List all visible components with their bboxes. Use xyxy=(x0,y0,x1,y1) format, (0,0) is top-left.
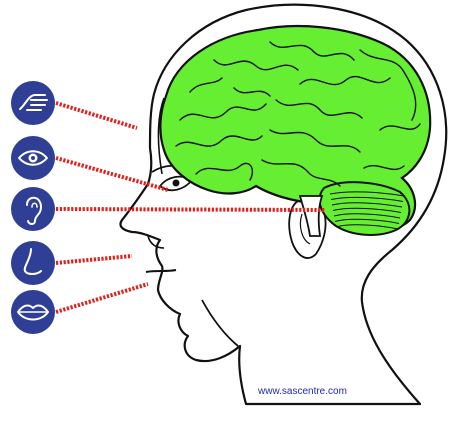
eye-icon xyxy=(11,136,55,180)
touch-pathway xyxy=(56,103,137,128)
pupil xyxy=(173,180,180,187)
nose-icon xyxy=(11,241,55,285)
hand-icon xyxy=(11,81,55,125)
credit-link[interactable]: www.sascentre.com xyxy=(258,386,347,398)
taste-pathway xyxy=(56,284,148,312)
lips-icon xyxy=(11,290,55,334)
smell-icon-circle xyxy=(11,241,55,285)
touch-icon-circle xyxy=(11,81,55,125)
hearing-pathway xyxy=(56,209,325,210)
sense-icons xyxy=(11,81,55,334)
smell-pathway xyxy=(56,256,132,263)
ear-icon xyxy=(11,187,55,231)
